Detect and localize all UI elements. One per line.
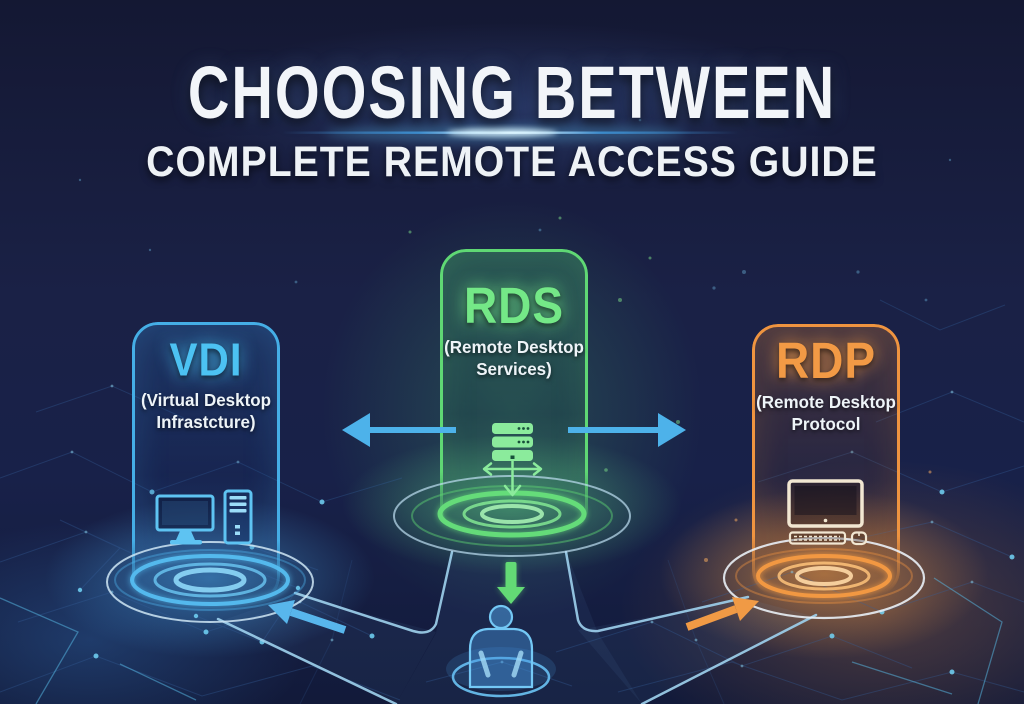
rdp-card: RDP (Remote Desktop Protocol bbox=[752, 324, 900, 596]
arrow-right-icon bbox=[568, 413, 686, 447]
arrow-up-left-icon bbox=[268, 600, 347, 634]
rds-subtitle: (Remote Desktop Services) bbox=[443, 336, 585, 380]
arrow-left-icon bbox=[342, 413, 456, 447]
vdi-subtitle-line1: (Virtual Desktop bbox=[140, 390, 272, 410]
rdp-subtitle-line2: Protocol bbox=[791, 414, 861, 435]
user-icon bbox=[446, 604, 556, 691]
page-title: CHOOSING BETWEEN bbox=[187, 51, 837, 135]
arrow-down-icon bbox=[497, 562, 525, 604]
rds-subtitle-line1: (Remote Desktop bbox=[444, 337, 584, 357]
rdp-platform-rings bbox=[735, 548, 913, 604]
rdp-subtitle: (Remote Desktop Protocol bbox=[755, 391, 897, 435]
background-mesh bbox=[0, 118, 1024, 704]
road-surfaces bbox=[218, 552, 816, 704]
user-platform-ring bbox=[451, 656, 551, 698]
rds-card: RDS (Remote Desktop Services) bbox=[440, 249, 588, 534]
arrow-up-right-icon bbox=[685, 597, 759, 631]
road-paths bbox=[216, 550, 818, 704]
rds-title: RDS bbox=[463, 276, 565, 335]
vdi-title: VDI bbox=[169, 333, 243, 386]
desktop-pc-icon bbox=[155, 489, 253, 545]
server-stack-icon bbox=[482, 423, 543, 497]
rdp-subtitle-line1: (Remote Desktop bbox=[756, 392, 896, 412]
vdi-subtitle-line2: Infrastcture) bbox=[156, 412, 256, 433]
rdp-title: RDP bbox=[775, 331, 877, 390]
workstation-icon bbox=[787, 479, 868, 546]
page-subtitle: COMPLETE REMOTE ACCESS GUIDE bbox=[146, 139, 878, 186]
rds-subtitle-line2: Services) bbox=[476, 359, 552, 380]
vdi-platform-rings bbox=[114, 549, 306, 611]
title-divider bbox=[282, 124, 738, 142]
vdi-subtitle: (Virtual Desktop Infrastcture) bbox=[135, 389, 277, 433]
